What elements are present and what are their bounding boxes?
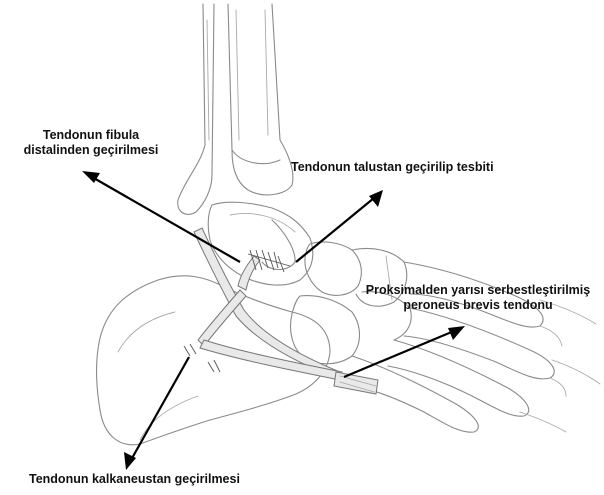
label-proximal: Proksimalden yarısı serbestleştirilmiş p… — [358, 283, 598, 313]
label-talus: Tendonun talustan geçirilip tesbiti — [291, 160, 494, 175]
label-calcaneus-text: Tendonun kalkaneustan geçirilmesi — [29, 472, 240, 487]
phalanges-sketch — [520, 300, 600, 432]
label-fibula-line2: distalinden geçirilmesi — [21, 143, 161, 158]
arrow-fibula — [82, 171, 240, 262]
fibula-bone — [178, 4, 214, 214]
label-fibula-line1: Tendonun fibula — [21, 128, 161, 143]
label-proximal-line1: Proksimalden yarısı serbestleştirilmiş — [358, 283, 598, 298]
label-talus-text: Tendonun talustan geçirilip tesbiti — [291, 160, 494, 175]
tibia-bone — [228, 4, 293, 195]
label-proximal-line2: peroneus brevis tendonu — [358, 298, 598, 313]
calcaneus-bone — [97, 276, 330, 445]
arrow-talus — [296, 190, 383, 262]
arrow-calcaneus — [124, 357, 189, 470]
label-calcaneus: Tendonun kalkaneustan geçirilmesi — [29, 472, 240, 487]
label-fibula: Tendonun fibula distalinden geçirilmesi — [21, 128, 161, 158]
